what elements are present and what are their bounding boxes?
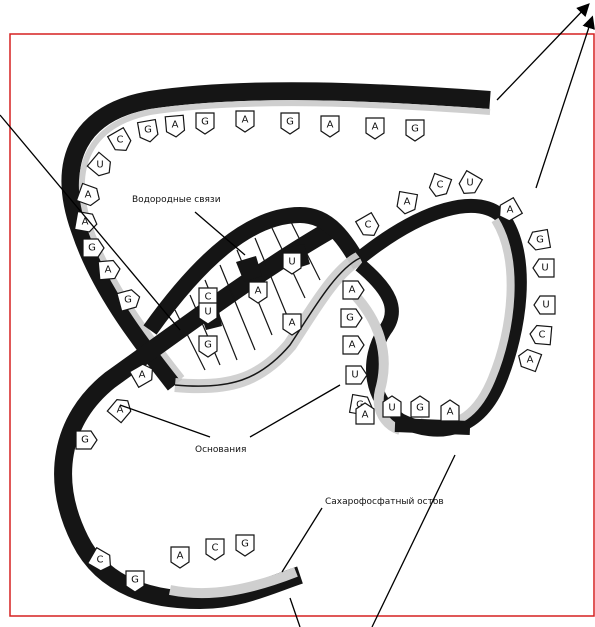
base-letter: G <box>131 575 139 586</box>
base-right-loop: G <box>527 230 551 251</box>
base-pair-right: U <box>283 253 301 274</box>
base-letter: G <box>416 403 424 414</box>
base-letter: G <box>536 235 544 246</box>
base-right-loop: A <box>396 192 417 216</box>
base-inner-loop: C <box>356 213 382 240</box>
base-letter: A <box>327 120 334 131</box>
base-left-strand: A <box>75 212 99 233</box>
base-right-loop: U <box>456 171 482 198</box>
base-letter: A <box>372 122 379 133</box>
base-right-loop: A <box>516 347 542 371</box>
base-letter: A <box>105 265 112 276</box>
base-letter: C <box>117 135 124 146</box>
base-pair-right: A <box>249 282 267 303</box>
base-letter: G <box>81 435 89 446</box>
base-top-strand: G <box>196 113 214 134</box>
label-sugar-phosphate: Сахарофосфатный остов <box>325 497 444 507</box>
base-top-strand: A <box>236 111 254 132</box>
base-right-loop: C <box>529 325 551 345</box>
base-letter: G <box>411 124 419 135</box>
label-hydrogen-bonds: Водородные связи <box>132 195 221 205</box>
ribbon-right-loop <box>360 206 520 430</box>
base-right-loop: U <box>533 259 554 277</box>
base-letter: G <box>124 295 132 306</box>
base-left-strand: U <box>87 152 115 179</box>
base-top-strand: A <box>321 116 339 137</box>
base-letter: U <box>541 263 548 274</box>
base-inner-loop: U <box>346 366 367 384</box>
base-top-strand: A <box>366 118 384 139</box>
base-letter: G <box>286 117 294 128</box>
base-letter: A <box>139 370 146 381</box>
base-letter: G <box>201 117 209 128</box>
base-left-lower: G <box>76 431 97 449</box>
base-letter: C <box>212 543 219 554</box>
base-pair-left: G <box>199 336 217 357</box>
base-top-strand: G <box>406 120 424 141</box>
base-letter: A <box>362 410 369 421</box>
base-letter: G <box>241 539 249 550</box>
base-bottom-strand: C <box>206 539 224 560</box>
base-letter: A <box>172 120 179 131</box>
base-letter: A <box>255 286 262 297</box>
base-letter: A <box>404 197 411 208</box>
base-letter: A <box>289 318 296 329</box>
base-left-strand: A <box>98 260 120 280</box>
base-bottom-strand: G <box>236 535 254 556</box>
base-letter: A <box>349 285 356 296</box>
base-letter: C <box>97 555 104 566</box>
base-letter: G <box>144 125 152 136</box>
base-letter: C <box>539 330 546 341</box>
base-letter: G <box>204 340 212 351</box>
base-loop-bottom: G <box>411 396 429 417</box>
ribbon-anticodon-dark <box>395 425 470 428</box>
base-top-strand: G <box>138 120 159 144</box>
base-letter: A <box>507 205 514 216</box>
base-inner-loop: G <box>341 309 362 327</box>
base-letter: A <box>349 340 356 351</box>
base-letter: A <box>85 190 92 201</box>
base-letter: U <box>388 403 395 414</box>
base-letter: U <box>466 178 473 189</box>
base-letter: U <box>288 257 295 268</box>
base-loop-bottom: A <box>441 400 459 421</box>
base-letter: G <box>346 313 354 324</box>
base-right-loop: C <box>427 173 451 199</box>
base-letter: A <box>242 115 249 126</box>
base-letter: C <box>205 292 212 303</box>
base-letter: C <box>437 180 444 191</box>
base-letter: U <box>96 160 103 171</box>
base-letter: A <box>527 355 534 366</box>
base-top-strand: G <box>281 113 299 134</box>
ribbon-top-arm <box>71 91 490 385</box>
base-top-strand: A <box>165 115 185 137</box>
label-bases: Основания <box>195 445 246 455</box>
base-letter: A <box>82 217 89 228</box>
base-inner-loop: A <box>343 336 364 354</box>
base-letter: A <box>447 407 454 418</box>
base-letter: C <box>365 220 372 231</box>
base-bottom-strand: A <box>171 547 189 568</box>
base-letter: U <box>351 370 358 381</box>
base-right-loop: U <box>534 296 555 314</box>
base-letter: G <box>88 243 96 254</box>
base-letter: U <box>204 307 211 318</box>
base-letter: U <box>542 300 549 311</box>
base-left-strand: C <box>108 128 134 155</box>
base-letter: A <box>177 551 184 562</box>
